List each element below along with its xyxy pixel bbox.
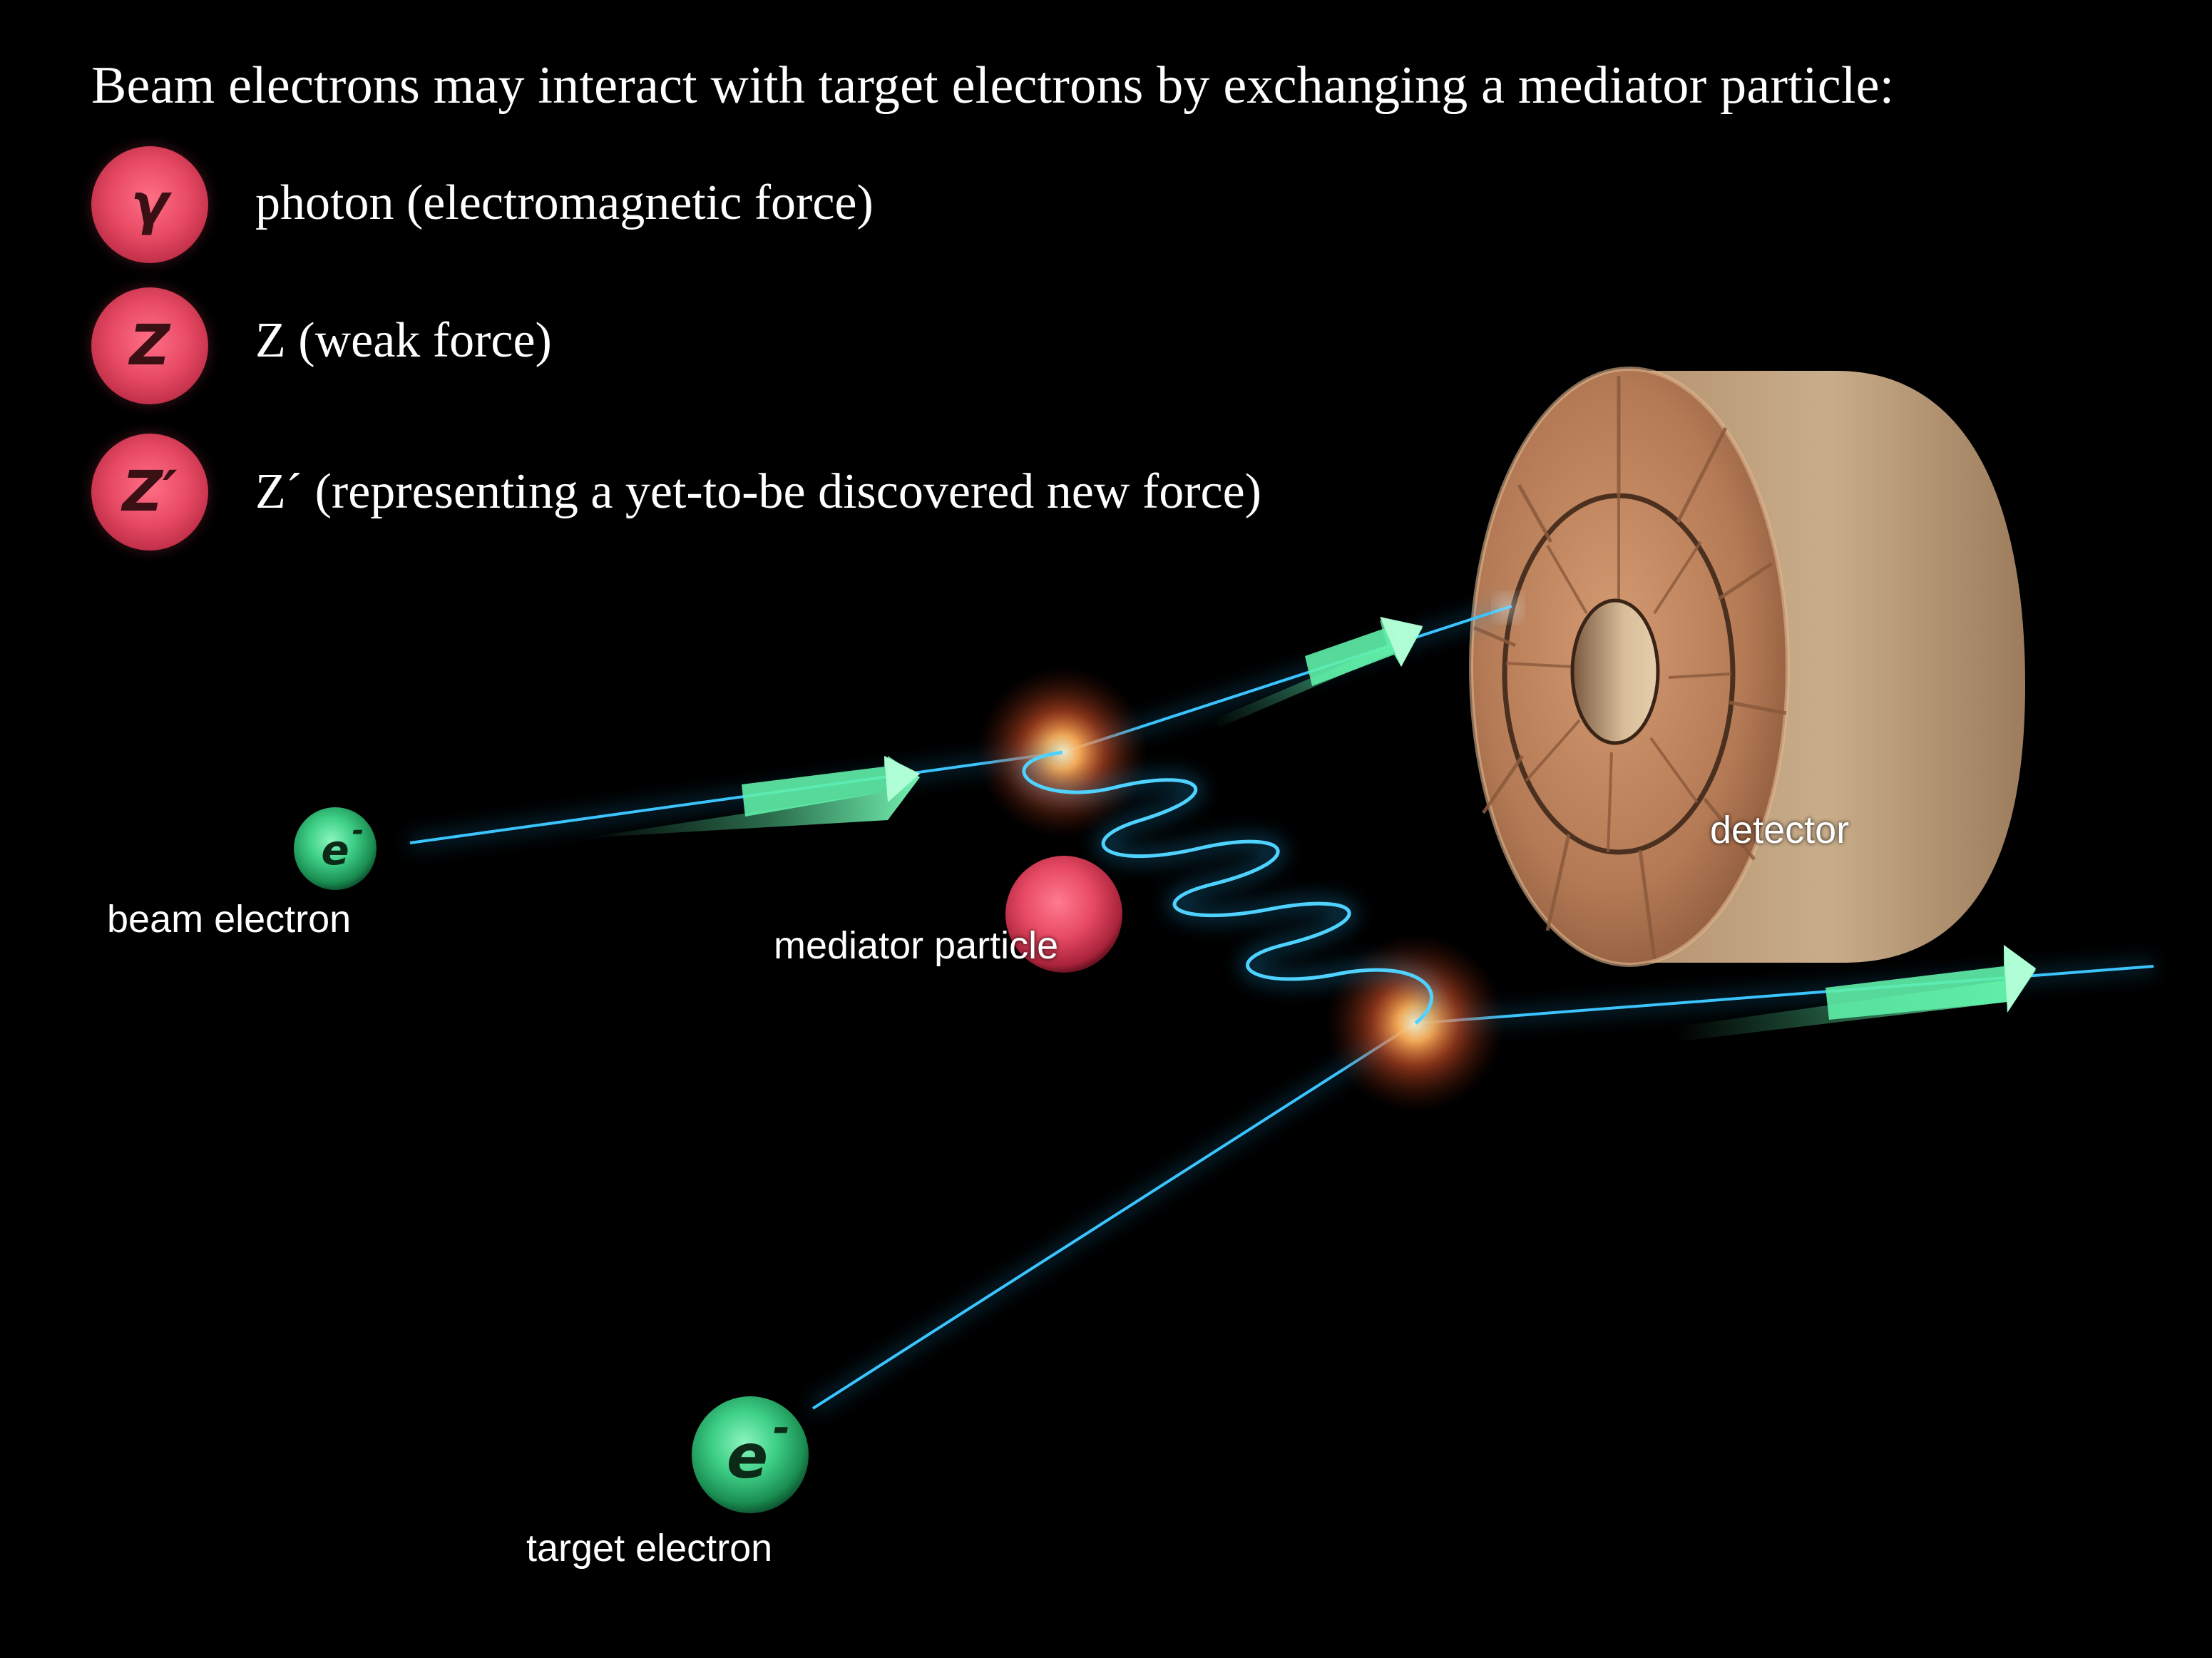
detector-segments xyxy=(1473,376,1787,960)
mediator-propagator-wave xyxy=(1017,746,1438,1028)
photon-symbol: γ xyxy=(130,173,169,237)
legend-z-prime: Z′ Z´ (representing a yet-to-be discover… xyxy=(91,434,1375,555)
detector-beam-hole xyxy=(1572,600,1658,743)
svg-text:e: e xyxy=(321,826,349,874)
mediator-particle-label: mediator particle xyxy=(774,924,1059,967)
scattered-momentum-arrow xyxy=(1212,617,1423,727)
z-ball xyxy=(91,287,208,404)
legend-z: Z Z (weak force) xyxy=(91,287,1375,409)
photon-description: photon (electromagnetic force) xyxy=(255,175,874,230)
legend-photon: γ photon (electromagnetic force) xyxy=(91,146,1375,267)
detector-label: detector xyxy=(1710,809,1850,851)
beam-electron-label: beam electron xyxy=(107,898,352,941)
z-prime-ball xyxy=(91,434,208,551)
svg-text:e: e xyxy=(727,1421,768,1493)
z-description: Z (weak force) xyxy=(255,313,552,368)
photon-ball xyxy=(91,146,208,263)
svg-text:-: - xyxy=(773,1403,790,1452)
svg-text:-: - xyxy=(352,814,364,847)
z-symbol: Z xyxy=(129,314,170,378)
beam-electron-track xyxy=(409,747,1063,848)
incoming-momentum-arrow xyxy=(585,756,920,838)
recoil-momentum-arrow xyxy=(1676,945,2036,1041)
diagram-heading: Beam electrons may interact with target … xyxy=(91,56,1895,115)
detector xyxy=(1469,367,2025,967)
mediator-particle-ball xyxy=(1005,856,1122,973)
target-electron-label: target electron xyxy=(526,1527,773,1570)
z-prime-symbol: Z′ xyxy=(122,460,178,524)
target-electron-particle: e - xyxy=(692,1396,809,1513)
target-electron-track xyxy=(810,1019,1418,1413)
z-prime-description: Z´ (representing a yet-to-be discovered … xyxy=(255,464,1261,519)
beam-electron-particle: e - xyxy=(294,807,377,890)
